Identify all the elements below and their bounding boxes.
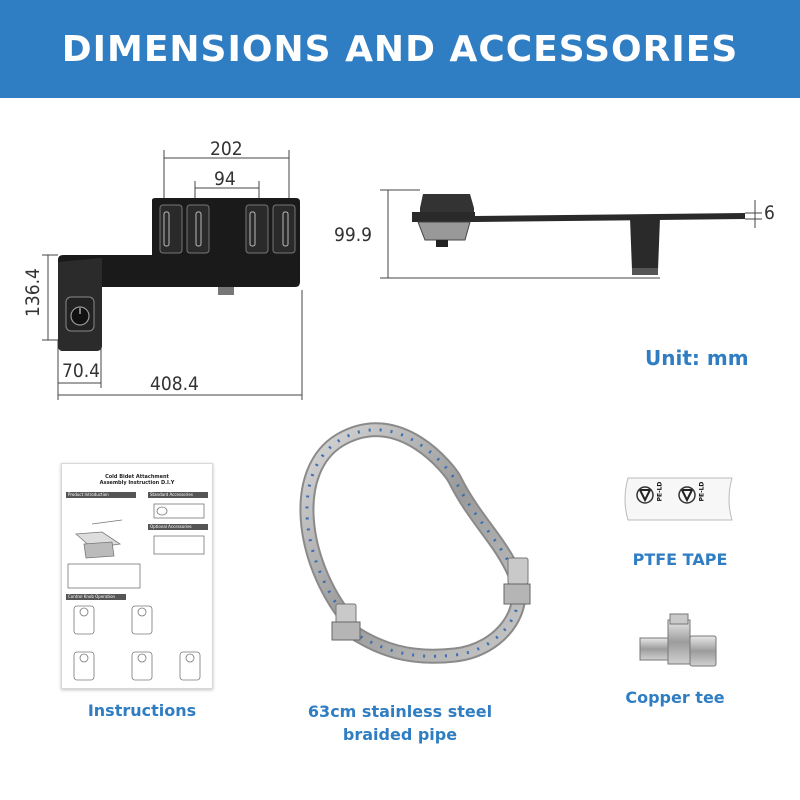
manual-section-4: Control Knob Operation [66,594,126,600]
manual-section-3: Optional Accessories [148,524,208,530]
manual-title-line1: Cold Bidet Attachment [105,474,169,480]
bidet-top-view [58,198,300,351]
manual-section-2: Standard Accessories [148,492,208,498]
dim-label-inner-width: 94 [214,168,236,190]
caption-braided-pipe-line2: braided pipe [342,725,458,744]
manual-diagrams [67,503,205,681]
caption-copper-tee: Copper tee [625,688,725,707]
dim-label-side-width: 70.4 [62,360,101,382]
caption-instructions: Instructions [87,701,197,720]
unit-note: Unit: mm [645,346,749,370]
manual-section-1: Product Introduction [66,492,136,498]
dim-label-total-length: 408.4 [150,373,199,395]
bidet-side-view [412,194,745,275]
caption-braided-pipe: 63cm stainless steel braided pipe [290,700,510,746]
dim-label-thickness: 6 [764,202,775,224]
dim-label-side-height: 99.9 [334,224,373,246]
page-title: DIMENSIONS AND ACCESSORIES [61,28,739,70]
caption-ptfe-tape: PTFE TAPE [632,550,728,569]
instruction-manual-image: Cold Bidet Attachment Assembly Instructi… [61,463,213,689]
dim-label-top-width: 202 [210,138,243,160]
caption-braided-pipe-line1: 63cm stainless steel [307,702,493,721]
header-banner: DIMENSIONS AND ACCESSORIES [0,0,800,98]
manual-title-line2: Assembly Instruction D.I.Y [99,480,175,486]
